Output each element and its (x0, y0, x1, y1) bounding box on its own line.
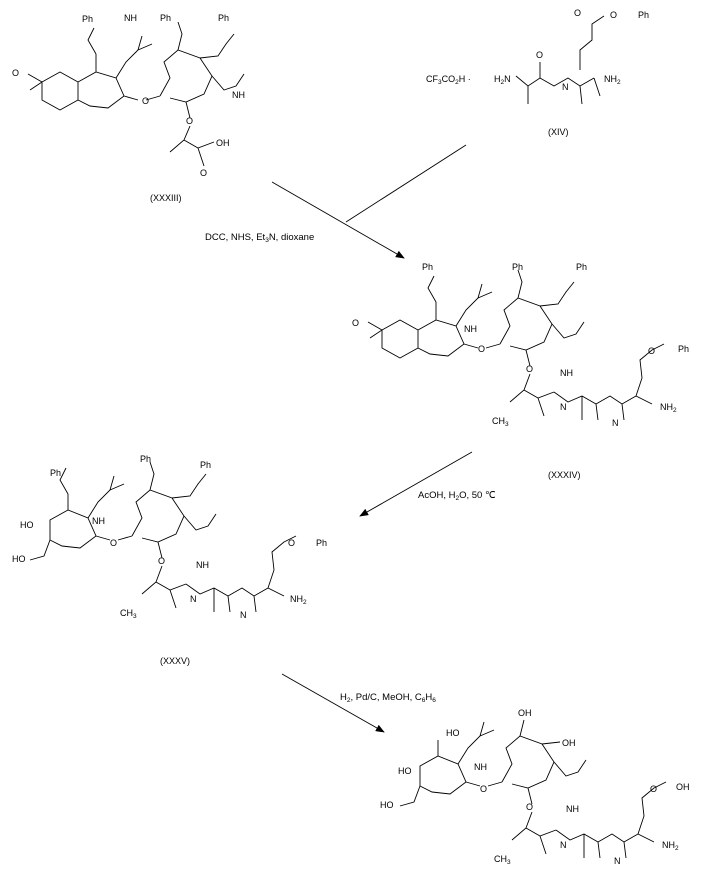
svg-text:N: N (240, 610, 247, 620)
svg-text:O: O (526, 364, 533, 374)
svg-text:NH: NH (566, 804, 579, 814)
compound-xxxv-id: (XXXV) (160, 656, 190, 666)
svg-text:N: N (560, 840, 567, 850)
compound-xiv: CF3CO2H · H2N N NH2 O O Ph O (XIV) (426, 8, 649, 137)
svg-text:O: O (536, 50, 543, 60)
svg-text:O: O (12, 68, 19, 78)
compound-final: HO NH HO HO OH OH O O NH CH3 N N NH2 O O… (380, 708, 690, 866)
svg-text:O: O (648, 346, 655, 356)
svg-text:O: O (480, 784, 487, 794)
compound-xiv-id: (XIV) (548, 127, 569, 137)
compound-xxxiii: Ph NH Ph Ph O O O NH OH O (XXXIII) (12, 13, 245, 203)
svg-text:O: O (200, 168, 207, 178)
svg-text:O: O (158, 556, 165, 566)
svg-text:Ph: Ph (512, 262, 523, 272)
svg-text:NH: NH (124, 13, 137, 23)
compound-xxxv: Ph NH Ph Ph HO HO O O NH CH3 N N NH2 O P… (12, 454, 327, 666)
arrow-step3 (281, 673, 385, 733)
svg-text:O: O (352, 318, 359, 328)
svg-text:O: O (574, 8, 581, 18)
compound-xxxiv: Ph NH Ph Ph O O O NH CH3 N N NH2 O Ph (X… (352, 262, 689, 480)
svg-text:OH: OH (216, 138, 230, 148)
svg-text:O: O (288, 538, 295, 548)
svg-text:N: N (612, 418, 619, 428)
svg-text:Ph: Ph (638, 10, 649, 20)
svg-text:NH: NH (474, 762, 487, 772)
compound-xxxiv-id: (XXXIV) (548, 470, 581, 480)
svg-text:NH2: NH2 (662, 840, 679, 852)
svg-text:N: N (560, 402, 567, 412)
svg-text:O: O (142, 96, 149, 106)
svg-text:Ph: Ph (422, 262, 433, 272)
arrow-step2 (359, 451, 473, 517)
svg-text:O: O (526, 802, 533, 812)
conditions-step3: H2, Pd/C, MeOH, C6H6 (340, 692, 436, 704)
svg-text:HO: HO (380, 800, 394, 810)
svg-text:CF3CO2H ·: CF3CO2H · (426, 74, 471, 86)
svg-text:N: N (614, 856, 621, 866)
conditions-step2: AcOH, H2O, 50 ℃ (418, 490, 496, 502)
svg-text:Ph: Ph (200, 460, 211, 470)
svg-text:Ph: Ph (140, 454, 151, 464)
svg-text:NH2: NH2 (660, 402, 677, 414)
svg-text:O: O (110, 538, 117, 548)
svg-text:HO: HO (12, 554, 26, 564)
svg-text:NH: NH (196, 560, 209, 570)
svg-text:HO: HO (20, 520, 34, 530)
compound-xxxiii-id: (XXXIII) (150, 193, 182, 203)
svg-text:Ph: Ph (218, 13, 229, 23)
svg-text:HO: HO (398, 766, 412, 776)
conditions-step1: DCC, NHS, Et3N, dioxane (205, 232, 314, 244)
svg-text:CH3: CH3 (120, 608, 137, 620)
svg-text:CH3: CH3 (494, 854, 511, 866)
svg-text:NH: NH (92, 516, 105, 526)
arrow-step1 (271, 181, 405, 259)
svg-text:OH: OH (562, 738, 576, 748)
svg-text:NH: NH (232, 90, 245, 100)
svg-text:Ph: Ph (50, 468, 61, 478)
svg-text:CH3: CH3 (492, 416, 509, 428)
svg-text:Ph: Ph (316, 538, 327, 548)
svg-text:O: O (186, 116, 193, 126)
svg-text:Ph: Ph (160, 13, 171, 23)
svg-text:O: O (478, 344, 485, 354)
svg-text:NH2: NH2 (290, 594, 307, 606)
svg-text:OH: OH (518, 708, 532, 718)
svg-text:Ph: Ph (82, 14, 93, 24)
svg-text:Ph: Ph (678, 344, 689, 354)
svg-text:O: O (610, 10, 617, 20)
arrow-step1-merge (345, 144, 467, 223)
svg-text:NH: NH (464, 324, 477, 334)
svg-text:O: O (650, 784, 657, 794)
svg-text:NH: NH (560, 368, 573, 378)
svg-text:HO: HO (446, 728, 460, 738)
svg-text:Ph: Ph (576, 262, 587, 272)
svg-text:N: N (190, 594, 197, 604)
svg-text:OH: OH (676, 782, 690, 792)
svg-text:NH2: NH2 (604, 74, 621, 86)
svg-text:H2N: H2N (494, 74, 511, 86)
svg-text:N: N (562, 82, 569, 92)
